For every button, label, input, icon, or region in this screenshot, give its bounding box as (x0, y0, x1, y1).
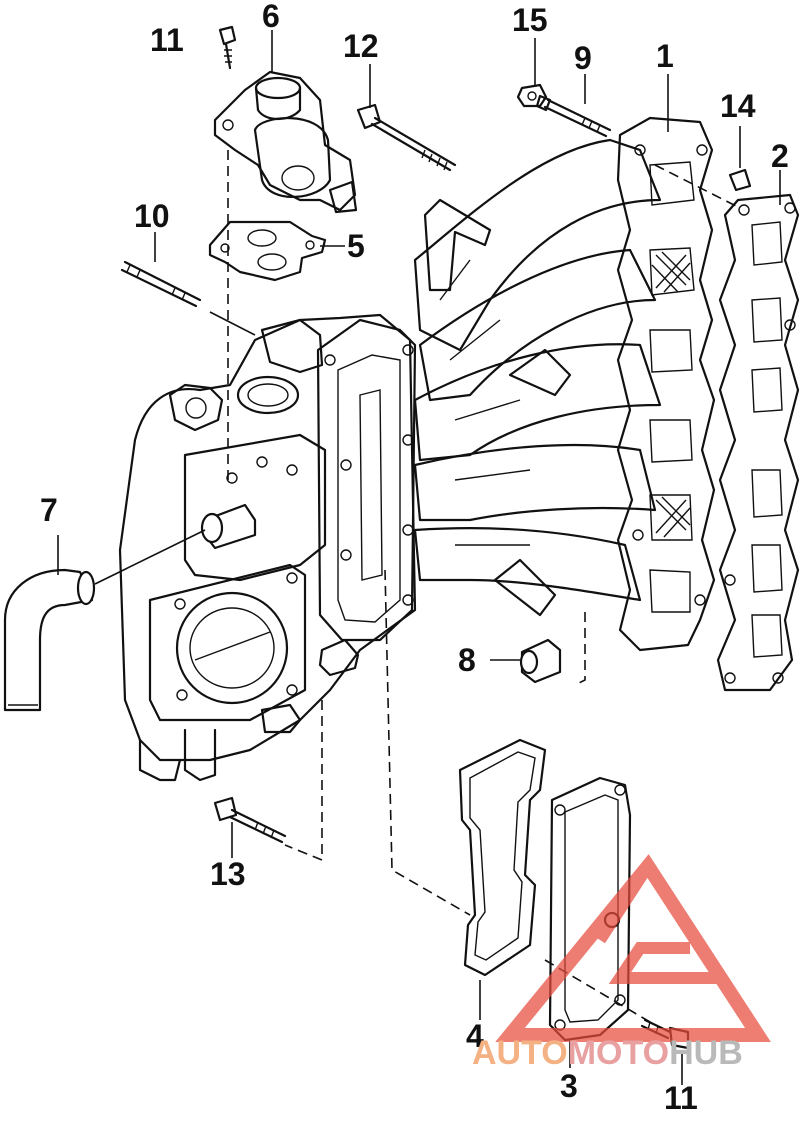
manifold-flange-part-1 (616, 116, 716, 652)
callout-5: 5 (347, 228, 365, 264)
cover-gasket-part-4 (458, 738, 547, 977)
valve-gasket-part-5 (208, 220, 327, 282)
callout-15: 15 (512, 2, 548, 38)
callout-1: 1 (656, 38, 674, 74)
callout-2: 2 (771, 138, 789, 174)
callout-3: 3 (560, 1068, 578, 1104)
watermark-auto: AUTO (472, 1034, 568, 1072)
callout-14: 14 (720, 88, 756, 124)
spacer-part-8 (519, 638, 562, 684)
callout-13: 13 (210, 856, 246, 892)
callout-11-top: 11 (150, 22, 184, 58)
watermark-text: AUTOMOTOHUB (472, 1036, 743, 1070)
callout-8: 8 (458, 642, 476, 678)
watermark-hub: HUB (669, 1034, 743, 1072)
callout-7: 7 (40, 492, 58, 528)
leader-lines (57, 30, 781, 1085)
throttle-body (118, 313, 417, 782)
hose-part-7 (3, 568, 96, 712)
watermark-logo (495, 854, 771, 1042)
watermark-moto: MOTO (567, 1034, 670, 1072)
callout-12: 12 (343, 28, 379, 64)
callout-6: 6 (262, 0, 280, 34)
callout-11-bottom: 11 (664, 1080, 698, 1116)
plenum-side-housing (260, 318, 417, 734)
idle-air-valve-part-6 (213, 70, 358, 214)
callout-10: 10 (134, 198, 170, 234)
callout-4: 4 (466, 1018, 484, 1054)
intake-manifold-runners (413, 138, 662, 617)
manifold-gasket-part-2 (716, 193, 800, 692)
callout-9: 9 (574, 40, 592, 76)
